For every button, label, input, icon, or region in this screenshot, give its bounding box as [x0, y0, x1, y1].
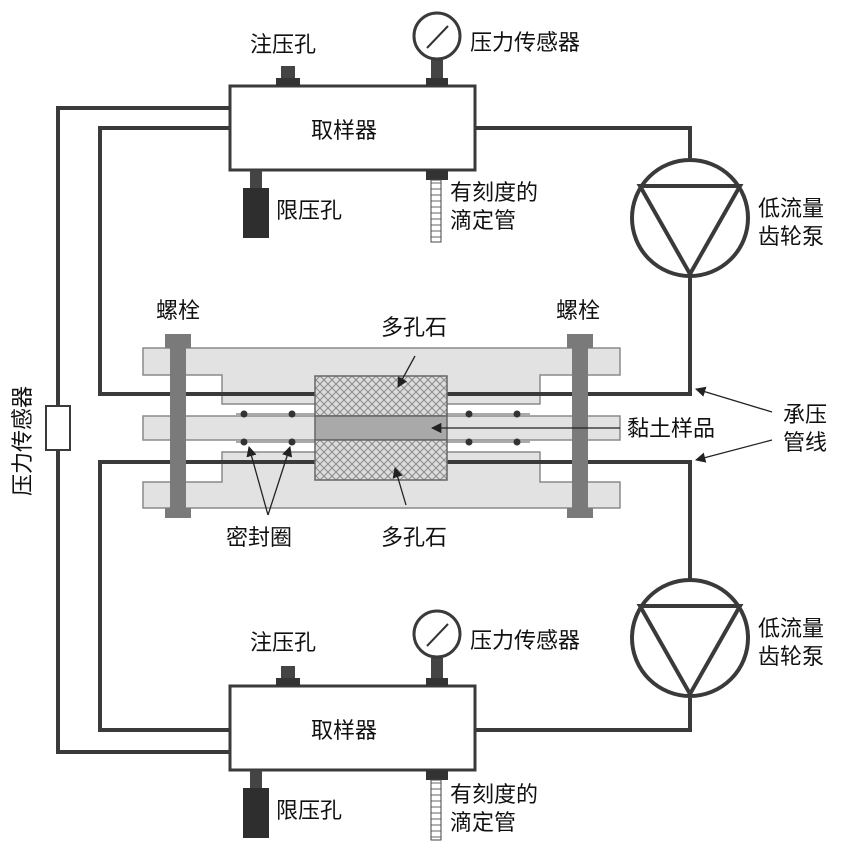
bottom-limit-valve-body — [243, 788, 269, 838]
bottom-burette-label-2: 滴定管 — [450, 811, 516, 836]
top-injection-collar — [276, 78, 300, 86]
bottom-gauge-icon — [412, 609, 462, 659]
bottom-sampler-assembly — [228, 609, 477, 841]
top-burette-label-1: 有刻度的 — [450, 181, 538, 206]
bottom-porous-stone — [314, 439, 448, 481]
left-inline-pressure-sensor — [45, 405, 71, 451]
bottom-injection-collar — [276, 678, 300, 686]
top-injection-port-label: 注压孔 — [250, 33, 316, 58]
top-burette-label-2: 滴定管 — [450, 209, 516, 234]
bottom-burette-label-1: 有刻度的 — [450, 783, 538, 808]
bottom-limit-port-label: 限压孔 — [276, 799, 342, 824]
bottom-porous-stone-label: 多孔石 — [381, 526, 447, 551]
pressure-line-label-2: 管线 — [783, 431, 827, 456]
bottom-pump-icon — [630, 578, 750, 698]
seal-ring-label: 密封圈 — [226, 526, 292, 551]
top-porous-stone — [314, 375, 448, 417]
bottom-burette-neck — [426, 770, 448, 780]
top-pressure-sensor-label: 压力传感器 — [470, 31, 580, 56]
right-bolt-label: 螺栓 — [556, 299, 600, 324]
bottom-pump — [630, 578, 750, 699]
top-limit-port-label: 限压孔 — [276, 199, 342, 224]
top-limit-valve-body — [243, 188, 269, 238]
bottom-pump-label-2: 齿轮泵 — [758, 645, 824, 670]
bottom-sampler-box — [228, 684, 477, 772]
top-pump-line — [475, 126, 692, 158]
top-gauge-icon — [412, 11, 462, 61]
left-pressure-sensor-label: 压力传感器 — [11, 386, 36, 496]
bottom-injection-port-label: 注压孔 — [250, 631, 316, 656]
top-pump-label-2: 齿轮泵 — [758, 225, 824, 250]
top-pump-label-1: 低流量 — [758, 197, 824, 222]
labels: 注压孔 压力传感器 取样器 限压孔 有刻度的 滴定管 低流量 齿轮泵 螺栓 螺栓… — [11, 31, 827, 836]
top-sampler-label: 取样器 — [311, 119, 377, 144]
top-burette-neck — [426, 170, 448, 180]
top-pump-icon — [630, 158, 750, 278]
bottom-pump-line — [475, 698, 692, 732]
bottom-sampler-label: 取样器 — [311, 719, 377, 744]
bottom-pump-label-1: 低流量 — [758, 617, 824, 642]
top-sampler-assembly — [228, 11, 477, 243]
bottom-limit-valve-neck — [250, 770, 262, 788]
top-porous-stone-label: 多孔石 — [381, 316, 447, 341]
top-limit-valve-neck — [250, 170, 262, 188]
pressure-line-label-1: 承压 — [783, 403, 827, 428]
top-pump-triangle — [636, 184, 744, 279]
top-sampler-box — [228, 84, 477, 172]
top-burette-tube — [430, 179, 442, 243]
clay-sample-label: 黏土样品 — [627, 417, 715, 442]
clay-sample — [314, 415, 448, 441]
bottom-pressure-sensor-label: 压力传感器 — [470, 629, 580, 654]
left-bolt — [165, 334, 191, 518]
top-pump — [630, 158, 750, 279]
bottom-gauge-collar — [426, 678, 448, 686]
seal-ring-dots — [236, 410, 530, 446]
bottom-pump-triangle — [636, 604, 744, 699]
bottom-burette-tube — [430, 779, 442, 841]
top-gauge-collar — [426, 78, 448, 86]
left-bolt-label: 螺栓 — [156, 299, 200, 324]
